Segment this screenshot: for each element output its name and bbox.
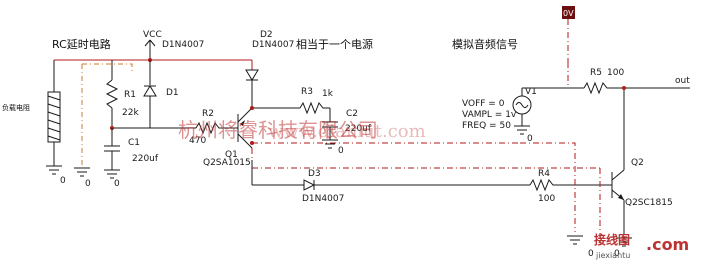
title-rc-delay: RC延时电路 [52,38,111,51]
q1-part: Q2SA1015 [203,158,251,168]
r2-label: R2 [202,109,214,119]
r5-resistor [583,81,680,95]
r1-value: 22k [122,108,139,118]
r2-resistor [195,121,238,135]
v1-vampl: VAMPL = 1v [462,110,517,120]
vcc-arrow-l [144,39,151,47]
gnd-bottom-2-label: 0 [614,249,620,259]
d3-label: D3 [308,169,321,179]
d1-label: D1 [166,88,179,98]
logo-cn: 接线图 [594,232,630,247]
r2-value: 470 [189,136,206,146]
gnd-v1 [514,125,530,135]
gnd-rc-box [74,167,90,177]
out-label: out [675,76,690,86]
gnd-load [46,165,62,175]
load-resistor-label: 负载电阻 [2,103,30,112]
r5-label: R5 [590,68,602,78]
d1-part-label: D1N4007 [162,40,204,50]
r4-value: 100 [538,194,555,204]
load-resistor-hatch [47,95,61,141]
q2-collector [611,169,625,181]
gnd-c2-label: 0 [338,146,344,156]
d1-diode [143,85,157,97]
v1-voff: VOFF = 0 [462,99,505,109]
q2-part: Q2SC1815 [625,198,673,208]
title-analog-signal: 模拟音频信号 [452,37,518,51]
watermark-url: www.dianlut.com [268,121,426,142]
c2-label: C2 [346,109,358,119]
gnd-bottom-1 [567,235,583,245]
rc-dash-box [81,63,133,165]
r3-label: R3 [301,87,313,97]
q1-label: Q1 [225,150,238,160]
gnd-c1-label: 0 [114,179,120,189]
r5-value: 100 [607,68,624,78]
r1-label: R1 [124,90,136,100]
logo-sub: jiexiantu [595,251,630,260]
net-return-a [520,62,576,232]
r4-label: R4 [538,169,550,179]
title-power-source: 相当于一个电源 [296,37,373,51]
q1-arrow [240,120,245,126]
zero-v-marker-bg [562,6,575,19]
r4-resistor [529,178,612,192]
c1-label: C1 [128,138,140,148]
q1-collector [237,107,253,123]
d3-part: D1N4007 [302,194,344,204]
v1-sine [515,102,529,108]
r3-value: 1k [322,89,334,99]
d3-diode [303,179,316,191]
c1-value: 220uf [132,154,159,164]
q2-label: Q2 [631,158,644,168]
gnd-v1-label: 0 [527,134,533,144]
gnd-c1 [104,169,120,179]
v1-freq: FREQ = 50 [462,121,511,131]
net-emitter-node [250,141,254,145]
r3-resistor [299,101,330,115]
q2-arrow [618,194,624,200]
vcc-label: VCC [143,30,162,40]
q1-collector-node [250,106,254,110]
gnd-bottom-1-label: 0 [588,249,594,259]
r1-resistor [105,79,119,109]
gnd-load-label: 0 [60,176,66,186]
c2-value: 220uf [345,124,372,134]
out-node [622,86,626,90]
zero-v-marker: 0V [563,9,574,18]
vcc-arrow-r [149,39,156,47]
watermark-company: 杭州将睿科技有限公司 [178,118,378,142]
d2-part: D1N4007 [252,40,294,50]
d2-diode [245,69,259,81]
logo-com: .com [646,235,689,254]
gnd-bottom-2 [616,237,632,247]
v1-label: V1 [525,87,537,97]
d2-label: D2 [260,30,273,40]
gnd-c2 [322,139,338,149]
q1-emitter [237,133,253,149]
gnd-rc-label: 0 [85,179,91,189]
